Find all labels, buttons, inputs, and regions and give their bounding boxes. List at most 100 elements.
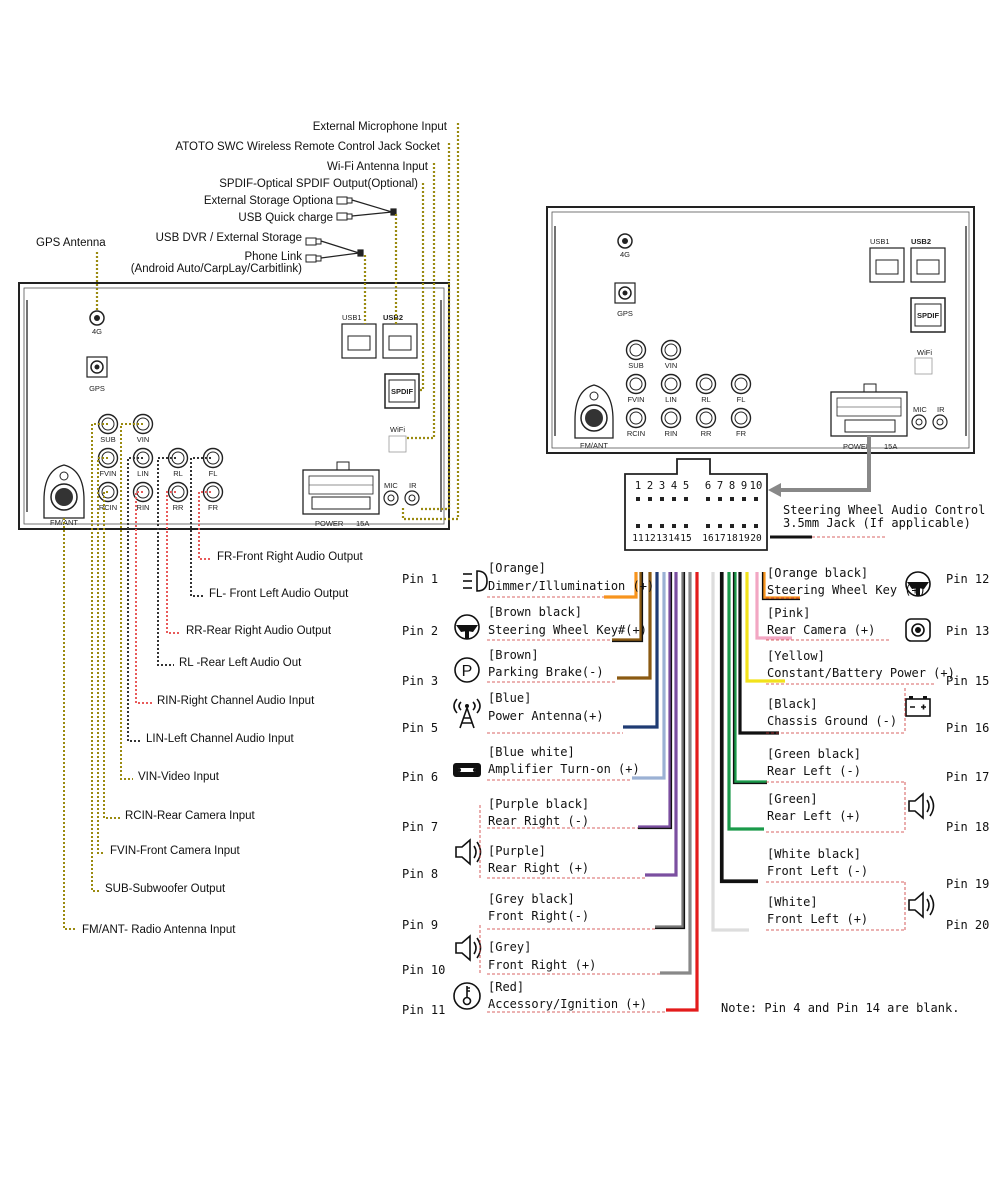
wire-color-label: [Red] (488, 980, 524, 994)
camera-icon (905, 618, 931, 642)
callout-lin: LIN-Left Channel Audio Input (146, 733, 294, 745)
wifi-label: WiFi (390, 425, 405, 434)
wire-color-label: [Yellow] (767, 649, 825, 663)
pin-function-label: Rear Left (+) (767, 809, 861, 823)
pin-row-pin-16: Pin 16[Black]Chassis Ground (-) (766, 696, 989, 735)
pin-rows: Pin 1[Orange]Dimmer/Illumination (+)Pin … (402, 561, 989, 1017)
wire-pin-10 (660, 572, 692, 975)
pin-row-pin-17: Pin 17[Green black]Rear Left (-) (766, 747, 989, 784)
speaker-icon (908, 792, 935, 820)
wire-color-label: [Brown] (488, 648, 539, 662)
spdif-output-label: SPDIF-Optical SPDIF Output(Optional) (219, 178, 418, 190)
pin-label: Pin 15 (946, 674, 989, 688)
wire-color-label: [Purple black] (488, 797, 589, 811)
connector-pin-18: 18 (726, 533, 738, 544)
right-spdif-label: SPDIF (917, 311, 940, 320)
connector-pin-19: 19 (738, 533, 750, 544)
wire-color-label: [Orange black] (767, 566, 868, 580)
antenna-icon (453, 698, 481, 729)
right-jack-fvin-label: FVIN (627, 395, 644, 404)
svg-text:P: P (462, 663, 473, 680)
pin-row-pin-19: Pin 19[White black]Front Left (-) (766, 847, 989, 891)
right-usb1-label: USB1 (870, 237, 890, 246)
wire-pin-8 (645, 572, 678, 877)
ignition-key-icon (453, 982, 481, 1010)
pin-row-pin-15: Pin 15 [Yellow] Constant/Battery Power (+) (766, 649, 989, 688)
pin-label: Pin 5 (402, 721, 438, 735)
steering-wheel-icon (454, 614, 480, 640)
pin-row-pin-3: Pin 3[Brown]Parking Brake(-)P (402, 648, 617, 688)
pin-function-label: Chassis Ground (-) (767, 714, 897, 728)
speaker-icon (908, 891, 935, 919)
pin-function-label: Steering Wheel Key (+) (767, 583, 926, 597)
connector-pin-7: 7 (717, 480, 723, 492)
wire-pin-17 (733, 572, 767, 784)
pin-label: Pin 19 (946, 877, 989, 891)
usb2-port (382, 323, 418, 359)
callout-rr: RR-Rear Right Audio Output (186, 625, 332, 637)
wire-pin-9 (655, 572, 685, 929)
pin-label: Pin 13 (946, 624, 989, 638)
pin-function-label: Front Right (+) (488, 958, 596, 972)
swc-audio-control-label: Steering Wheel Audio Control (783, 503, 985, 517)
left-jack-vin-label: VIN (137, 435, 150, 444)
right-jack-lin-label: LIN (665, 395, 677, 404)
wire-color-label: [Brown black] (488, 605, 582, 619)
amp-label: 15A (356, 519, 369, 528)
speaker-icon (455, 838, 482, 866)
pin-function-label: Amplifier Turn-on (+) (488, 762, 640, 776)
wire-color-label: [Blue] (488, 691, 531, 705)
connector-pin-11: 11 (632, 533, 644, 544)
callout-rin: RIN-Right Channel Audio Input (157, 695, 315, 707)
pin-function-label: Constant/Battery Power (+) (767, 666, 955, 680)
right-port-4g-label: 4G (620, 250, 630, 259)
wire-color-label: [White] (767, 895, 818, 909)
left-jack-rl-label: RL (173, 469, 183, 478)
wire-pin-6 (632, 572, 666, 780)
right-jack-rl-label: RL (701, 395, 711, 404)
connector-pin-3: 3 (659, 480, 665, 492)
callout-rcin: RCIN-Rear Camera Input (125, 810, 256, 822)
power-label: POWER (315, 519, 344, 528)
right-fm-ant-label: FM/ANT (580, 441, 608, 450)
wire-color-label: [Green] (767, 792, 818, 806)
pin-label: Pin 3 (402, 674, 438, 688)
rca-callout-lines (63, 423, 212, 930)
wire-pin-7 (638, 572, 672, 829)
swc-jack-label: ATOTO SWC Wireless Remote Control Jack S… (175, 141, 440, 153)
wire-pin-5 (623, 572, 659, 729)
gps-antenna-label: GPS Antenna (36, 237, 106, 249)
pin-row-pin-5: Pin 5[Blue]Power Antenna(+) (402, 691, 623, 735)
pin-function-label: Rear Right (+) (488, 861, 589, 875)
usb1-port (341, 323, 377, 359)
pin-label: Pin 12 (946, 572, 989, 586)
right-ir-label: IR (937, 405, 945, 414)
wifi-antenna-label: Wi-Fi Antenna Input (327, 161, 429, 173)
wire-pin-13 (755, 572, 792, 640)
pin-function-label: Front Right(-) (488, 909, 589, 923)
connector-pin-14: 14 (668, 533, 680, 544)
connector-pin-9: 9 (741, 480, 747, 492)
blank-pins-note: Note: Pin 4 and Pin 14 are blank. (721, 1001, 959, 1015)
right-usb1-port (869, 247, 905, 283)
connector-pin-1: 1 (635, 480, 641, 492)
pin-label: Pin 7 (402, 820, 438, 834)
pin-function-label: Accessory/Ignition (+) (488, 997, 647, 1011)
pin-function-label: Front Left (-) (767, 864, 868, 878)
ir-label: IR (409, 481, 417, 490)
pin-row-pin-11: Pin 11[Red]Accessory/Ignition (+) (402, 980, 666, 1017)
callout-vin: VIN-Video Input (138, 771, 220, 783)
right-jack-sub-label: SUB (628, 361, 643, 370)
pin-row-pin-2: Pin 2[Brown black]Steering Wheel Key#(+) (402, 605, 647, 641)
mic-label: MIC (384, 481, 398, 490)
parking-icon: P (454, 657, 480, 683)
left-jack-fvin-label: FVIN (99, 469, 116, 478)
usb-quick-charge-label: USB Quick charge (238, 212, 333, 224)
swc-jack-size-label: 3.5mm Jack (If applicable) (783, 516, 971, 530)
port-4g-label: 4G (92, 327, 102, 336)
pin-row-pin-9: Pin 9[Grey black]Front Right(-) (402, 892, 655, 932)
pin-row-pin-7: Pin 7[Purple black]Rear Right (-) (402, 797, 638, 834)
pin-label: Pin 1 (402, 572, 438, 586)
